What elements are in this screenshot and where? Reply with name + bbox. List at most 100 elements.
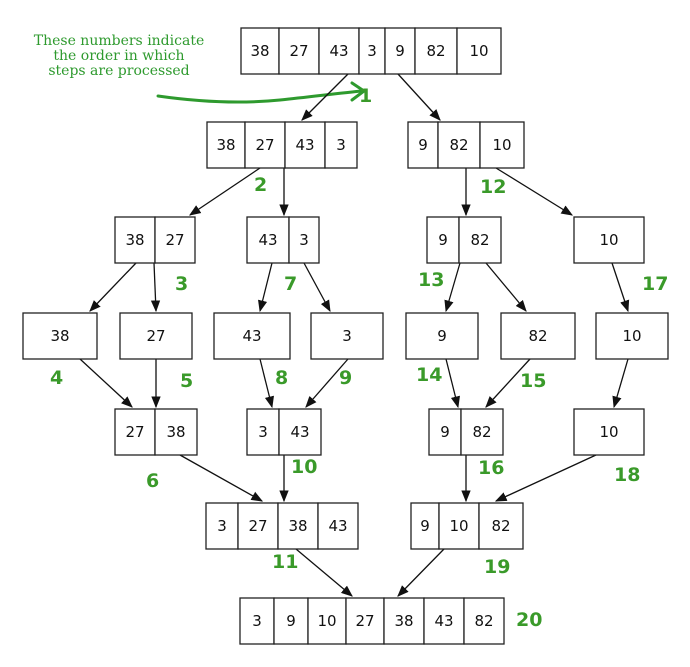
edge-layer bbox=[79, 73, 630, 597]
edge-arrow bbox=[301, 73, 349, 121]
array-cell bbox=[288, 216, 320, 264]
array-cell-value: 27 bbox=[355, 612, 374, 630]
step-number: 16 bbox=[478, 457, 504, 479]
array-cell bbox=[206, 121, 246, 169]
edge-arrow bbox=[295, 548, 353, 597]
array-cell bbox=[595, 312, 669, 360]
array-cell-value: 9 bbox=[395, 42, 405, 60]
step-number: 2 bbox=[254, 174, 267, 196]
array-cell-value: 3 bbox=[252, 612, 262, 630]
array-cell bbox=[278, 27, 320, 75]
edge-arrow bbox=[258, 262, 273, 313]
edge-arrow bbox=[444, 262, 461, 313]
array-box-l3a: 38 bbox=[22, 312, 98, 360]
array-cell bbox=[239, 597, 275, 645]
step-number: 11 bbox=[272, 551, 298, 573]
step-number: 7 bbox=[284, 273, 297, 295]
array-cell-value: 3 bbox=[258, 423, 268, 441]
array-cell bbox=[478, 502, 524, 550]
array-cell-value: 27 bbox=[248, 517, 267, 535]
edge-arrow bbox=[611, 262, 630, 313]
annotation-line: steps are processed bbox=[48, 63, 190, 79]
edge-arrow bbox=[179, 454, 264, 502]
array-cell-value: 27 bbox=[165, 231, 184, 249]
step-number: 14 bbox=[416, 364, 442, 386]
step-number: 9 bbox=[339, 367, 352, 389]
step-number: 6 bbox=[146, 470, 159, 492]
step-number: 1 bbox=[359, 85, 372, 107]
array-cell-value: 3 bbox=[342, 327, 352, 345]
array-cell-value: 3 bbox=[299, 231, 309, 249]
step-number: 20 bbox=[516, 609, 542, 631]
array-cell-value: 27 bbox=[255, 136, 274, 154]
array-cell bbox=[240, 27, 280, 75]
array-box-l3e: 9 bbox=[405, 312, 479, 360]
annotation-pointer-arrowhead bbox=[350, 81, 366, 102]
array-cell-value: 43 bbox=[242, 327, 261, 345]
array-cell-value: 82 bbox=[491, 517, 510, 535]
array-box-l2b: 43 3 bbox=[246, 216, 320, 264]
edge-arrow bbox=[189, 167, 261, 216]
array-cell bbox=[456, 27, 502, 75]
array-box-l3f: 82 bbox=[500, 312, 576, 360]
edge-arrow bbox=[259, 358, 274, 409]
array-cell bbox=[463, 597, 505, 645]
step-number: 19 bbox=[484, 556, 510, 578]
step-number: 5 bbox=[180, 370, 193, 392]
array-box-l3g: 10 bbox=[595, 312, 669, 360]
edge-arrow bbox=[303, 262, 331, 313]
array-cell bbox=[213, 312, 291, 360]
step-number: 10 bbox=[291, 456, 317, 478]
array-cell bbox=[358, 27, 386, 75]
array-cell bbox=[318, 27, 360, 75]
array-cell-value: 38 bbox=[216, 136, 235, 154]
array-box-l2c: 9 82 bbox=[426, 216, 502, 264]
step-number: 12 bbox=[480, 176, 506, 198]
array-cell bbox=[407, 121, 439, 169]
array-cell bbox=[237, 502, 279, 550]
array-cell-value: 82 bbox=[426, 42, 445, 60]
array-cell-value: 43 bbox=[290, 423, 309, 441]
array-cell bbox=[154, 408, 198, 456]
step-number: 18 bbox=[614, 464, 640, 486]
array-cell bbox=[460, 408, 504, 456]
array-cell-value: 43 bbox=[295, 136, 314, 154]
array-cell-value: 82 bbox=[470, 231, 489, 249]
array-cell-value: 82 bbox=[472, 423, 491, 441]
array-cell bbox=[22, 312, 98, 360]
array-cell bbox=[423, 597, 465, 645]
array-cell-value: 9 bbox=[438, 231, 448, 249]
step-number: 15 bbox=[520, 370, 546, 392]
array-cell-value: 38 bbox=[50, 327, 69, 345]
array-cell bbox=[273, 597, 309, 645]
array-cell-value: 3 bbox=[367, 42, 377, 60]
edge-arrow bbox=[79, 358, 133, 408]
array-cell-value: 38 bbox=[166, 423, 185, 441]
array-box-m1b: 3 43 bbox=[246, 408, 322, 456]
array-cell-value: 38 bbox=[125, 231, 144, 249]
array-box-l3b: 27 bbox=[119, 312, 193, 360]
array-cell-value: 9 bbox=[420, 517, 430, 535]
edge-arrow bbox=[612, 358, 629, 409]
edge-arrow bbox=[89, 262, 137, 312]
step-number: 3 bbox=[175, 273, 188, 295]
array-cell-value: 38 bbox=[288, 517, 307, 535]
array-cell-value: 9 bbox=[286, 612, 296, 630]
step-number: 17 bbox=[642, 273, 668, 295]
array-cell-value: 43 bbox=[258, 231, 277, 249]
array-cell-value: 43 bbox=[328, 517, 347, 535]
array-cell bbox=[573, 216, 645, 264]
annotation-line: These numbers indicate bbox=[33, 33, 205, 49]
array-cell-value: 43 bbox=[329, 42, 348, 60]
annotation-pointer-arrow bbox=[156, 89, 364, 104]
edge-arrow bbox=[305, 358, 349, 408]
